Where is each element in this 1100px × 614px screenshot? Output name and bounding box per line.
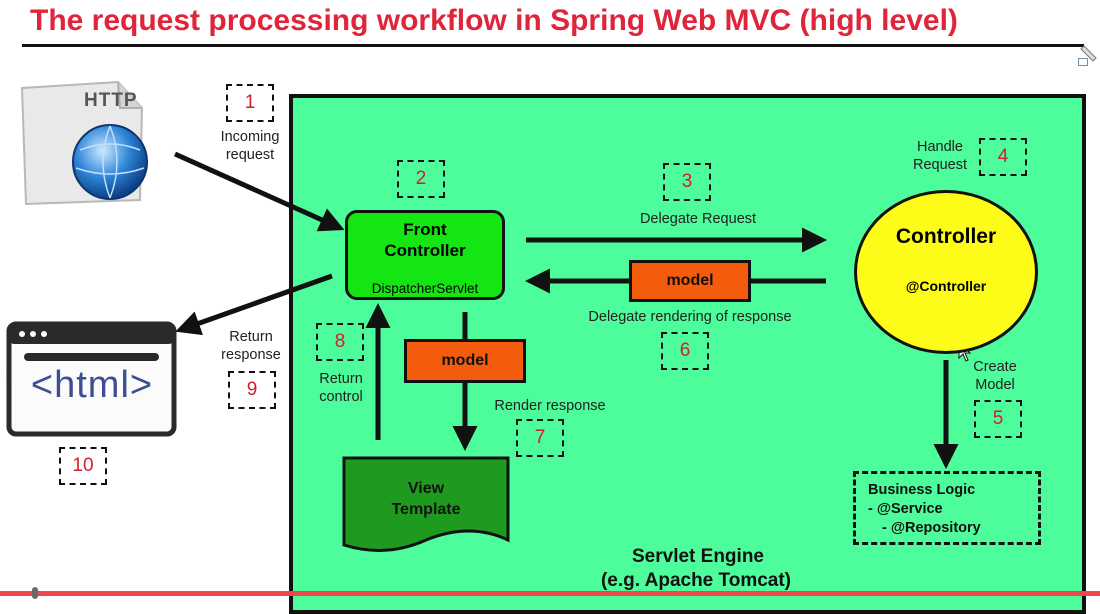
step-label-3: Delegate Request (639, 211, 757, 227)
step-label-9-line2: response (221, 347, 281, 363)
title-divider (22, 44, 1084, 47)
pen-icon (1080, 45, 1097, 62)
controller-subtitle: @Controller (905, 278, 987, 294)
servlet-engine-line1: Servlet Engine (632, 546, 764, 567)
step-number-1: 1 (226, 84, 274, 122)
front-controller-title: Front Controller (348, 219, 502, 261)
step-label-4-line1: Handle (917, 139, 963, 155)
business-logic-repository: - @Repository (882, 520, 981, 536)
step-label-1-line2: request (225, 147, 275, 163)
step-label-6: Delegate rendering of response (588, 309, 792, 325)
window-restore-icon[interactable] (1078, 58, 1088, 66)
step-label-7: Render response (494, 398, 606, 414)
step-label-1: Incoming request (206, 128, 294, 164)
step-label-4-line2: Request (912, 157, 967, 173)
step-label-8: Return control (308, 370, 374, 406)
step-label-1-line1: Incoming (220, 129, 280, 145)
step-label-5: Create Model (960, 358, 1030, 394)
step-number-3: 3 (663, 163, 711, 201)
video-progress-bar[interactable] (0, 591, 1100, 596)
step-number-2: 2 (397, 160, 445, 198)
step-label-5-line1: Create (973, 359, 1017, 375)
view-template-line1: View (407, 480, 445, 497)
step-label-9: Return response (212, 328, 290, 364)
step-label-5-line2: Model (975, 377, 1015, 393)
step-label-8-line2: control (319, 389, 363, 405)
step-label-8-line1: Return (319, 371, 363, 387)
view-template-label: View Template (344, 478, 508, 520)
view-template-shape (342, 456, 510, 552)
controller-title: Controller (895, 225, 997, 248)
business-logic-service: - @Service (868, 501, 943, 517)
step-number-5: 5 (974, 400, 1022, 438)
servlet-engine-line2: (e.g. Apache Tomcat) (600, 570, 792, 591)
front-controller-title-line1: Front (403, 220, 447, 239)
step-label-9-line1: Return (229, 329, 273, 345)
business-logic-title: Business Logic (868, 482, 976, 498)
http-label: HTTP (84, 90, 138, 111)
model-box-center: model (404, 339, 526, 383)
step-label-4: Handle Request (900, 138, 980, 174)
step-number-10: 10 (59, 447, 107, 485)
view-template-line2: Template (391, 501, 461, 518)
step-number-7: 7 (516, 419, 564, 457)
step-number-9: 9 (228, 371, 276, 409)
step-number-4: 4 (979, 138, 1027, 176)
front-controller-box: Front Controller DispatcherServlet (345, 210, 505, 300)
globe-icon (72, 124, 148, 200)
http-document-icon (20, 80, 148, 206)
model-box-right: model (629, 260, 751, 302)
step-number-8: 8 (316, 323, 364, 361)
browser-html-text: <html> (30, 364, 154, 406)
browser-window-icon (6, 321, 177, 437)
video-progress-handle[interactable] (32, 587, 38, 599)
step-number-6: 6 (661, 332, 709, 370)
front-controller-title-line2: Controller (384, 241, 466, 260)
business-logic-box: Business Logic - @Service - @Repository (853, 471, 1041, 545)
page-title: The request processing workflow in Sprin… (30, 4, 958, 37)
controller-circle: Controller @Controller (854, 190, 1038, 354)
front-controller-subtitle: DispatcherServlet (371, 281, 479, 296)
